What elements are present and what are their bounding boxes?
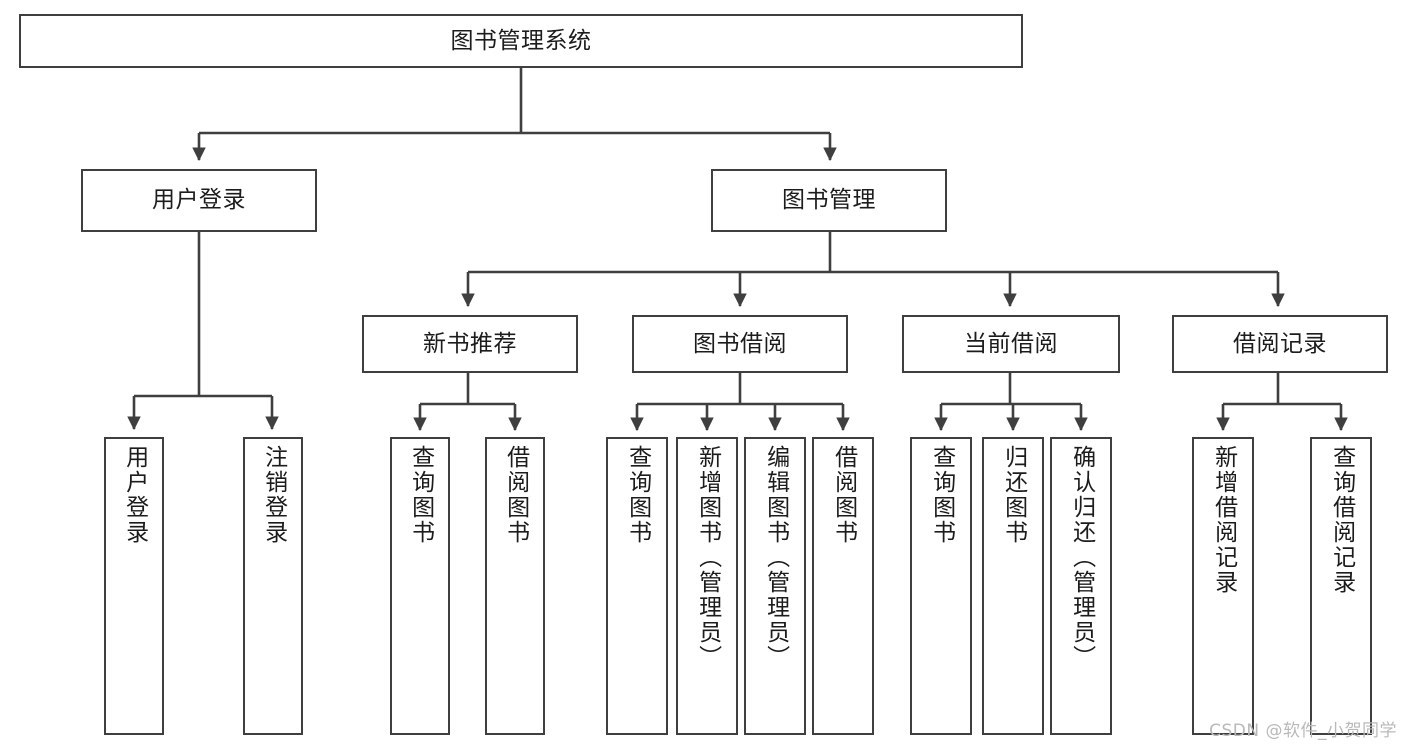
leaf-node-query-borrow-record[interactable]: 查询借阅记录 — [1310, 437, 1372, 735]
leaf-node-query-book-borrow[interactable]: 查询图书 — [606, 437, 668, 735]
edge-userlogin-to-leaves — [127, 232, 279, 431]
leaf-node-user-logout[interactable]: 注销登录 — [243, 437, 303, 735]
edge-root-to-level2 — [192, 68, 837, 162]
leaf-node-query-book-current-label: 查询图书 — [928, 445, 955, 545]
leaf-node-add-book-admin[interactable]: 新增图书（管理员） — [676, 437, 738, 735]
node-new-book-recommend[interactable]: 新书推荐 — [362, 315, 578, 373]
edge-newbookrec-to-leaves — [413, 373, 522, 432]
edge-bookborrow-to-leaves — [630, 373, 850, 432]
leaf-node-add-borrow-record[interactable]: 新增借阅记录 — [1192, 437, 1254, 735]
leaf-node-borrow-book-label: 借阅图书 — [830, 445, 857, 545]
edge-borrowrecord-to-leaves — [1216, 373, 1348, 432]
leaf-node-user-login-label: 用户登录 — [121, 445, 148, 545]
leaf-node-user-logout-label: 注销登录 — [260, 445, 287, 545]
leaf-node-confirm-return-admin[interactable]: 确认归还（管理员） — [1050, 437, 1112, 735]
leaf-node-add-borrow-record-label: 新增借阅记录 — [1210, 445, 1237, 595]
leaf-node-query-book-recommend[interactable]: 查询图书 — [390, 437, 450, 735]
node-book-manage[interactable]: 图书管理 — [711, 169, 947, 232]
node-book-borrow-label: 图书借阅 — [693, 330, 787, 357]
node-borrow-record-label: 借阅记录 — [1233, 330, 1327, 357]
node-user-login[interactable]: 用户登录 — [81, 169, 317, 232]
csdn-watermark: CSDN @软件_小贺同学 — [1209, 721, 1397, 741]
leaf-node-user-login[interactable]: 用户登录 — [104, 437, 164, 735]
leaf-node-query-borrow-record-label: 查询借阅记录 — [1328, 445, 1355, 595]
node-new-book-recommend-label: 新书推荐 — [423, 330, 517, 357]
leaf-node-edit-book-admin[interactable]: 编辑图书（管理员） — [744, 437, 806, 735]
node-book-borrow[interactable]: 图书借阅 — [632, 315, 848, 373]
leaf-node-borrow-book-recommend-label: 借阅图书 — [502, 445, 529, 545]
node-current-borrow-label: 当前借阅 — [964, 330, 1058, 357]
edge-currentborrow-to-leaves — [934, 373, 1088, 432]
leaf-node-query-book-recommend-label: 查询图书 — [407, 445, 434, 545]
edge-bookmanage-to-level3 — [461, 232, 1285, 308]
leaf-node-edit-book-admin-label: 编辑图书（管理员） — [762, 445, 789, 670]
leaf-node-query-book-current[interactable]: 查询图书 — [910, 437, 972, 735]
leaf-node-add-book-admin-label: 新增图书（管理员） — [694, 445, 721, 670]
node-borrow-record[interactable]: 借阅记录 — [1172, 315, 1388, 373]
node-root-label: 图书管理系统 — [450, 27, 592, 54]
leaf-node-return-book[interactable]: 归还图书 — [982, 437, 1044, 735]
leaf-node-borrow-book[interactable]: 借阅图书 — [812, 437, 874, 735]
node-root[interactable]: 图书管理系统 — [19, 14, 1023, 68]
node-book-manage-label: 图书管理 — [782, 187, 876, 214]
node-user-login-label: 用户登录 — [152, 187, 246, 214]
node-current-borrow[interactable]: 当前借阅 — [902, 315, 1120, 373]
leaf-node-query-book-borrow-label: 查询图书 — [624, 445, 651, 545]
leaf-node-confirm-return-admin-label: 确认归还（管理员） — [1068, 445, 1095, 670]
leaf-node-return-book-label: 归还图书 — [1000, 445, 1027, 545]
leaf-node-borrow-book-recommend[interactable]: 借阅图书 — [485, 437, 545, 735]
